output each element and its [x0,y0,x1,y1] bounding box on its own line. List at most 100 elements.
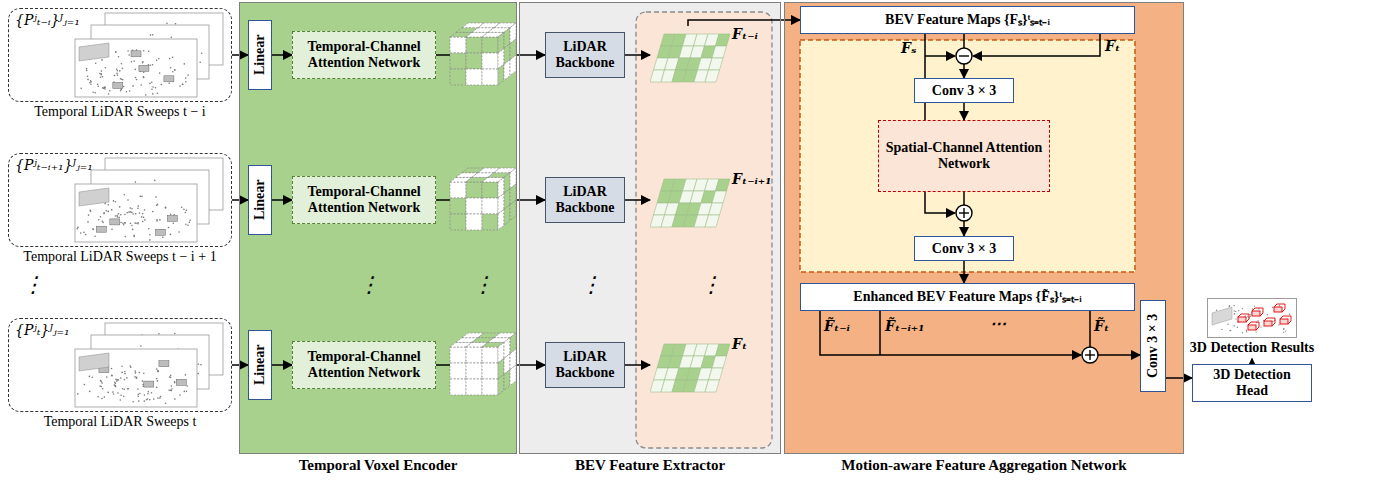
annotation: Fₜ [1105,38,1120,54]
lidar-point [199,61,201,63]
annotation: ⋮ [700,272,722,297]
lidar-point [138,395,140,397]
lidar-point [80,232,82,234]
lidar-point [179,394,181,396]
connector [1166,377,1192,379]
lidar-point [185,224,187,226]
lidar-point [157,380,159,382]
fs-wire [925,55,955,57]
lidar-point [115,379,117,381]
lidar-point [1234,310,1235,311]
lidar-point [174,381,176,383]
box-label: Temporal-Channel Attention Network [298,39,430,70]
lidar-point [131,208,133,210]
annotation: F̃ₜ₋ᵢ [824,318,850,334]
layer-box: Linear [248,165,272,235]
box-label: Temporal-Channel Attention Network [298,349,430,380]
input-caption: Temporal LiDAR Sweeps t [1,414,239,430]
car-points [167,215,177,221]
lidar-point [157,93,159,95]
voxel-cell [466,182,482,198]
lidar-point [99,385,101,387]
detection-box [1252,311,1260,316]
lidar-point [152,34,154,36]
lidar-point [151,392,153,394]
lidar-point [170,390,172,392]
lidar-point [156,59,158,61]
car-points [144,381,154,387]
sweep-frame [75,349,197,407]
lidar-point [1238,310,1239,311]
car-points [113,83,123,89]
car-points [139,65,149,71]
lidar-point [140,84,142,86]
lidar-point [157,204,159,206]
lidar-point [112,391,114,393]
lidar-point [141,216,143,218]
process-box: Conv 3 × 3 [914,78,1014,103]
lidar-point [135,181,137,183]
detection-box [1274,307,1282,312]
lidar-point [94,92,96,94]
lidar-point [144,219,146,221]
lidar-point [137,205,139,207]
process-box: Enhanced BEV Feature Maps {F̃ₛ}ᵗₛ₌ₜ₋ᵢ [800,283,1135,311]
lidar-point [89,376,91,378]
lidar-point [1250,314,1251,315]
lidar-point [127,388,129,390]
lidar-point [88,214,90,216]
car-points [159,361,169,367]
lidar-point [126,377,128,379]
car-points [176,379,186,385]
lidar-point [90,80,92,82]
lidar-point [1229,305,1230,306]
lidar-point [1255,331,1256,332]
detection-box [1280,316,1291,324]
annotation: ⋮ [580,272,602,297]
lidar-point [117,392,119,394]
lidar-point [143,72,145,74]
detection-scene [1208,299,1296,337]
lidar-point [139,372,141,374]
lidar-point [181,206,183,208]
lidar-point [1278,324,1279,325]
lidar-point [136,377,138,379]
voxel-cell [510,200,516,221]
lidar-point [159,397,161,399]
lidar-point [149,239,151,241]
lidar-point [142,380,144,382]
lidar-point [118,213,120,215]
lidar-point [143,217,145,219]
lidar-point [111,368,113,370]
lidar-point [89,391,91,393]
sweep-set-symbol: {Pʲₜ}ᴶⱼ₌₁ [15,322,70,338]
lidar-point [148,391,150,393]
voxel-cell [510,55,516,76]
building-points [79,188,109,206]
voxel-cell [482,347,498,363]
lidar-point [135,372,137,374]
annotation: F̃ₜ [1094,318,1109,334]
lidar-point [122,222,124,224]
lidar-point [143,76,145,78]
lidar-point [156,204,158,206]
lidar-point [114,384,116,386]
connector [232,199,248,201]
voxel-cell [482,198,498,214]
voxel-cell [450,347,466,363]
lidar-point [148,50,150,52]
voxel-cell [510,365,516,386]
box-label: Enhanced BEV Feature Maps {F̃ₛ}ᵗₛ₌ₜ₋ᵢ [853,289,1081,305]
lidar-point [1242,332,1243,333]
lidar-point [86,70,88,72]
lidar-point [102,388,104,390]
lidar-point [1235,318,1236,319]
lidar-point [136,377,138,379]
grid-cell [709,203,724,215]
voxel-cell [482,53,498,69]
module-panel: Temporal Voxel EncoderLinearLinearLinear… [240,3,516,453]
box-label: LiDAR Backbone [551,349,619,380]
lidar-point [120,90,122,92]
lidar-point [185,77,187,79]
result-title: 3D Detection Results [1178,340,1326,356]
